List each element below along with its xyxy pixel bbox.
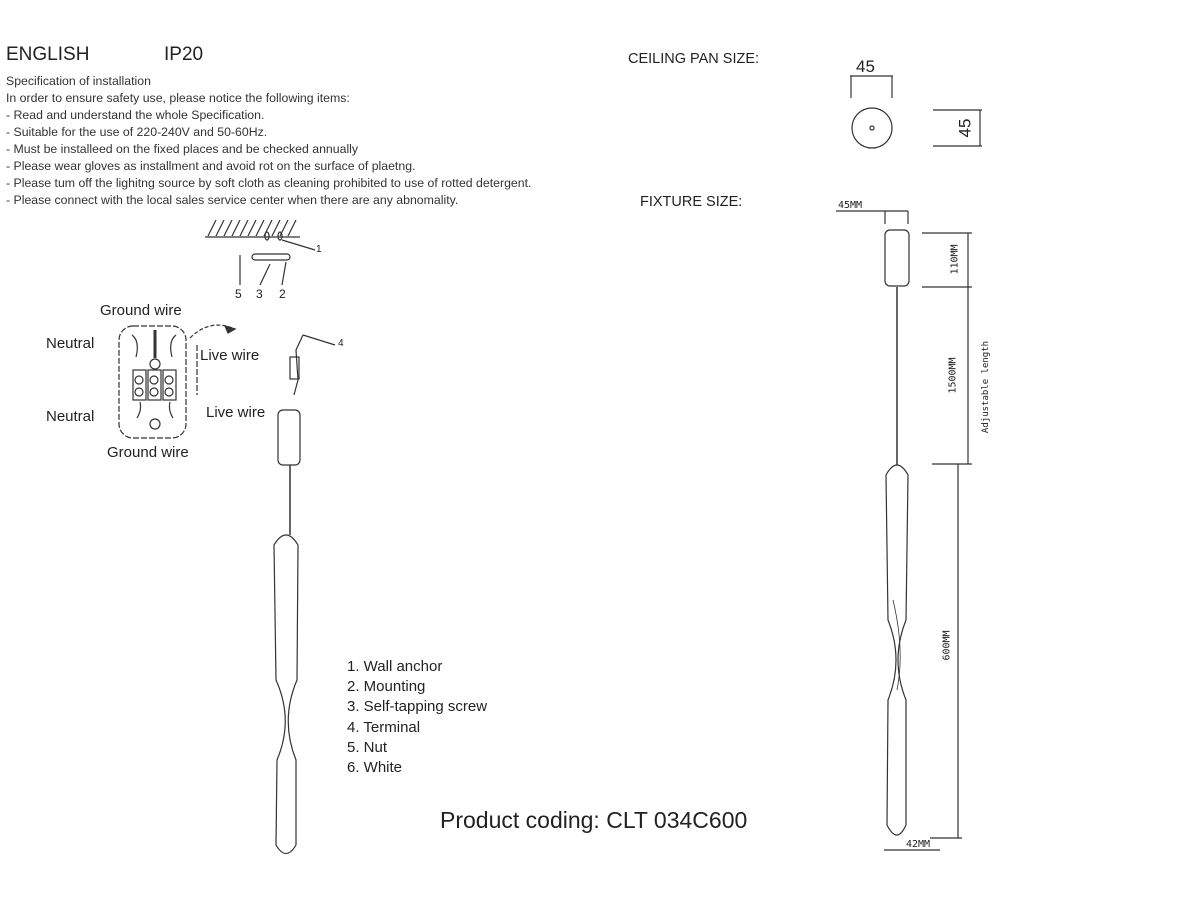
- fixture-top-width: 45MM: [838, 200, 863, 211]
- callout-3: 3: [256, 287, 263, 301]
- fixture-drawing: [836, 210, 972, 851]
- part-item: 4. Terminal: [347, 718, 421, 736]
- spec-intro: In order to ensure safety use, please no…: [6, 91, 350, 105]
- part-item: 2. Mounting: [347, 678, 426, 696]
- spec-title: Specification of installation: [6, 74, 151, 88]
- spec-item: - Please connect with the local sales se…: [6, 193, 459, 207]
- parts-list: 1. Wall anchor 2. Mounting 3. Self-tappi…: [347, 657, 487, 778]
- callout-5: 5: [235, 287, 242, 301]
- mounting-drawing: [118, 219, 336, 855]
- ground-wire-bottom-label: Ground wire: [107, 444, 189, 461]
- ceiling-pan-drawing: [850, 75, 982, 149]
- part-item: 6. White: [347, 759, 403, 777]
- canopy-height: 110MM: [949, 244, 961, 275]
- language-label: ENGLISH: [6, 44, 90, 65]
- body-length: 600MM: [941, 630, 953, 661]
- installation-spec: Specification of installation In order t…: [6, 73, 531, 209]
- ip-rating: IP20: [164, 44, 204, 65]
- ceiling-pan-label: CEILING PAN SIZE:: [628, 51, 760, 67]
- bottom-width: 42MM: [906, 839, 931, 850]
- live-wire-bottom-label: Live wire: [206, 404, 266, 421]
- spec-item: - Please tum off the lighitng source by …: [6, 176, 532, 190]
- callout-2: 2: [279, 287, 286, 301]
- product-coding: Product coding: CLT 034C600: [440, 807, 748, 833]
- spec-item: - Please wear gloves as installment and …: [6, 159, 416, 173]
- callout-4: 4: [338, 338, 344, 349]
- ground-wire-top-label: Ground wire: [100, 302, 182, 319]
- callout-1: 1: [316, 244, 322, 255]
- spec-item: - Must be installeed on the fixed places…: [6, 142, 359, 156]
- spec-item: - Suitable for the use of 220-240V and 5…: [6, 125, 268, 139]
- live-wire-top-label: Live wire: [200, 347, 260, 364]
- spec-item: - Read and understand the whole Specific…: [6, 108, 265, 122]
- ceiling-pan-width: 45: [856, 57, 875, 76]
- part-item: 5. Nut: [347, 738, 388, 756]
- neutral-top-label: Neutral: [46, 335, 95, 352]
- part-item: 3. Self-tapping screw: [347, 698, 488, 716]
- fixture-size-label: FIXTURE SIZE:: [640, 194, 743, 210]
- adjustable-length-note: Adjustable length: [981, 340, 992, 434]
- ceiling-pan-height: 45: [955, 118, 975, 138]
- neutral-bottom-label: Neutral: [46, 408, 95, 425]
- part-item: 1. Wall anchor: [347, 658, 443, 675]
- cable-length: 1500MM: [947, 357, 959, 394]
